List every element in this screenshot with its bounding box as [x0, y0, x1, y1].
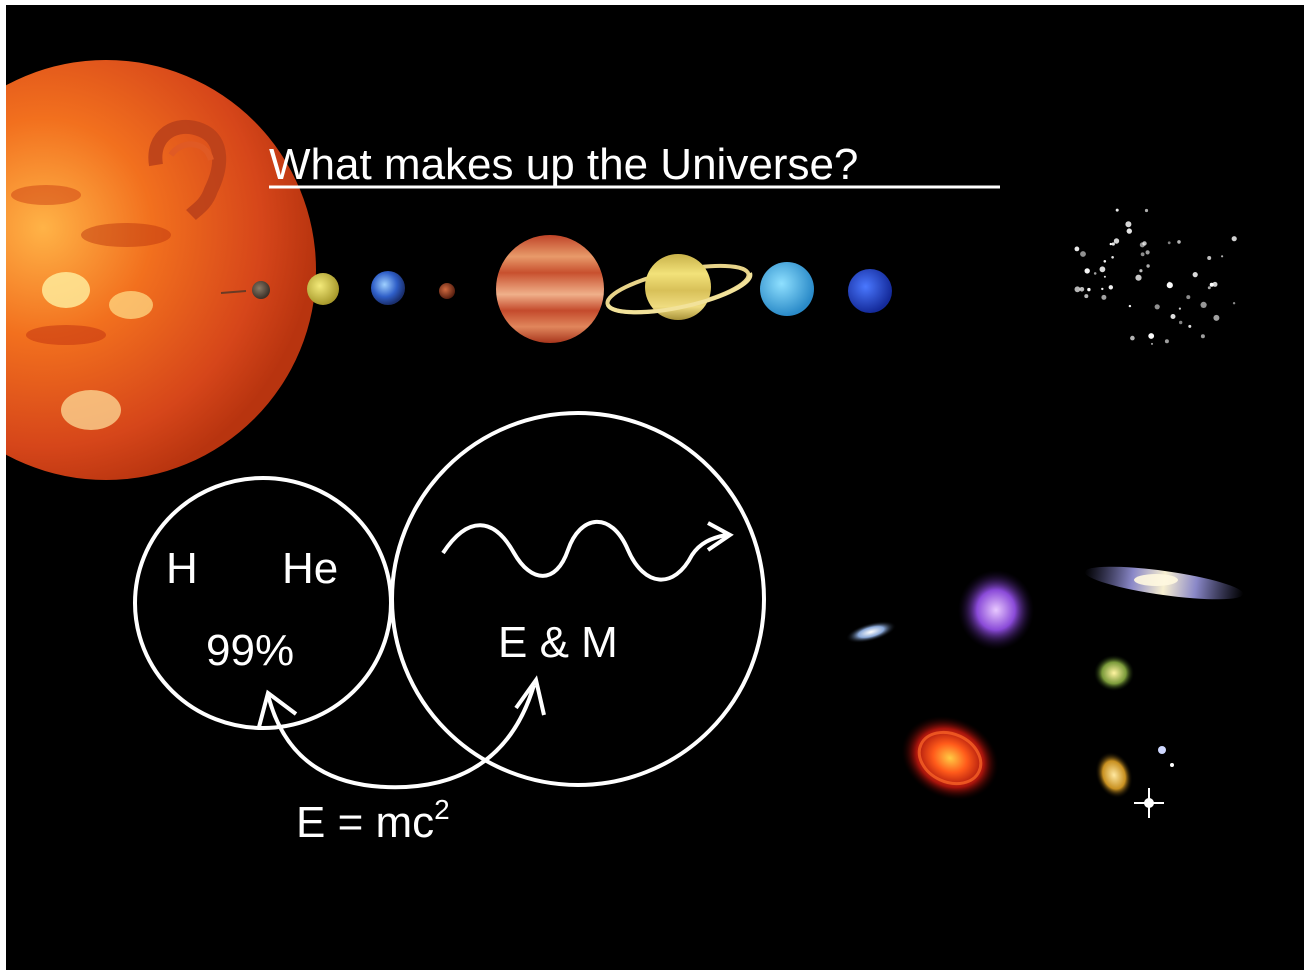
star [1115, 208, 1119, 212]
matter-circle [133, 476, 393, 730]
planet-earth [371, 271, 405, 305]
star [1139, 269, 1143, 273]
star [1145, 250, 1150, 255]
em-wave-arrowhead [706, 521, 734, 552]
em-label: E & M [498, 618, 618, 667]
star [1186, 295, 1191, 300]
star [1101, 294, 1107, 300]
sun-image [6, 60, 316, 480]
star [1177, 240, 1181, 244]
star [1079, 287, 1085, 292]
star [1231, 236, 1237, 242]
equation-base: E = mc [296, 798, 434, 847]
diagram-svg: What makes up the Universe? H He 99% E &… [6, 60, 1244, 847]
star [1200, 301, 1207, 308]
planet-saturn [605, 254, 753, 320]
helium-label: He [282, 544, 338, 593]
star [1080, 251, 1086, 257]
star [1093, 272, 1097, 275]
hydrogen-label: H [166, 544, 198, 593]
star [1221, 255, 1224, 258]
star [1125, 221, 1132, 228]
star [1140, 252, 1145, 257]
planets-row [220, 235, 892, 343]
star [1144, 208, 1149, 213]
star [1146, 264, 1150, 268]
planet-mercury [252, 281, 270, 299]
slide-canvas: What makes up the Universe? H He 99% E &… [6, 5, 1304, 970]
percent-label: 99% [206, 626, 294, 675]
star [1148, 333, 1155, 339]
star [1101, 287, 1104, 291]
planet-venus [307, 273, 339, 305]
conversion-arrow [266, 684, 536, 790]
star [1084, 294, 1089, 299]
star [1128, 304, 1132, 308]
star [1139, 242, 1145, 248]
star [1113, 238, 1120, 244]
star [1151, 342, 1153, 345]
arrowhead-right [514, 675, 546, 716]
star [1178, 307, 1181, 310]
star [1084, 268, 1090, 274]
star [1168, 281, 1171, 284]
star [1188, 324, 1192, 328]
star [1209, 282, 1214, 287]
planet-neptune [848, 269, 892, 313]
star [1087, 287, 1091, 292]
equation-exponent: 2 [434, 794, 450, 825]
star [1109, 242, 1113, 246]
star [1111, 242, 1115, 246]
slide-title: What makes up the Universe? [269, 140, 858, 189]
planet-uranus [760, 262, 814, 316]
star [1074, 286, 1081, 293]
star [1074, 246, 1080, 252]
star [1179, 320, 1183, 325]
star [1103, 260, 1107, 263]
equation-label: E = mc2 [296, 794, 450, 847]
star-cluster-image [1074, 208, 1237, 345]
energy-circle [390, 411, 766, 787]
star [1212, 281, 1218, 287]
star [1213, 314, 1220, 321]
star [1099, 266, 1106, 273]
planet-jupiter [496, 235, 604, 343]
star [1200, 334, 1205, 339]
star [1166, 282, 1173, 289]
star [1164, 339, 1169, 344]
star [1207, 256, 1212, 260]
star [1111, 256, 1114, 259]
em-wave [441, 519, 727, 582]
arrowhead-left [257, 689, 298, 728]
star [1108, 285, 1114, 290]
star [1135, 274, 1142, 281]
star [1170, 314, 1176, 319]
star [1154, 304, 1160, 310]
star [1192, 272, 1198, 278]
star [1207, 286, 1211, 290]
galaxies-image [845, 566, 1244, 818]
star [1103, 275, 1106, 278]
star [1130, 335, 1135, 341]
star [1167, 241, 1171, 245]
star [1126, 228, 1133, 234]
planet-mars [439, 283, 455, 299]
star [1232, 302, 1236, 305]
